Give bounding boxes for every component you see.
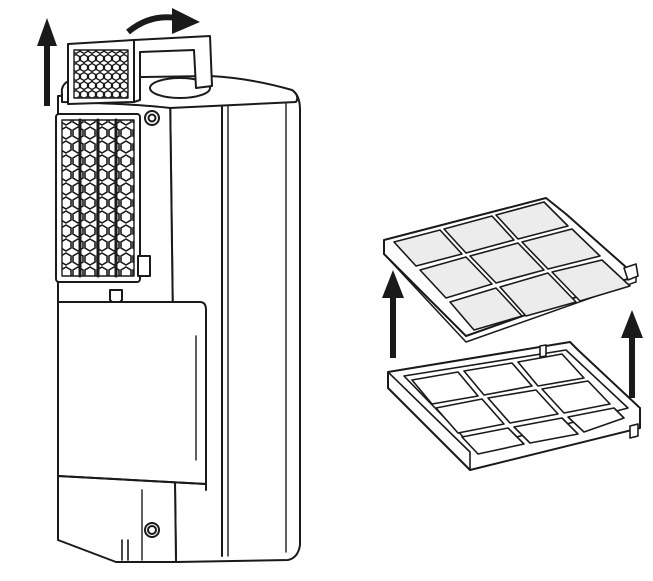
drain-notch xyxy=(121,539,129,561)
tray-cell xyxy=(411,371,479,405)
mesh-cell xyxy=(449,287,523,331)
air-conditioner-unit xyxy=(55,75,301,563)
tray-cell xyxy=(541,380,611,414)
tray-cell xyxy=(463,362,533,396)
tray-cell xyxy=(435,398,505,434)
lift-up-arrow xyxy=(621,310,643,398)
drain-plug-inner xyxy=(147,525,157,535)
lift-up-arrow xyxy=(37,18,57,106)
mesh-cell xyxy=(393,229,463,267)
tray-cell xyxy=(461,427,525,455)
mesh-cell xyxy=(419,256,493,299)
tray-cell xyxy=(517,353,585,387)
unit-base xyxy=(57,475,207,491)
swing-back-curved-arrow xyxy=(126,8,200,35)
lower-access-panel xyxy=(57,301,207,485)
mesh-cell xyxy=(521,228,601,270)
mesh-cell xyxy=(469,242,545,284)
top-filter-handle xyxy=(133,35,213,103)
tray-cell xyxy=(513,417,579,444)
tray-front-face xyxy=(387,371,471,471)
tray-cell xyxy=(487,389,559,424)
mesh-filter-tab xyxy=(623,263,639,281)
mesh-cell xyxy=(551,259,631,302)
top-filter-mesh xyxy=(73,49,129,99)
lift-up-arrow xyxy=(382,270,404,358)
grille-side-clip xyxy=(137,255,151,277)
top-filter-frame xyxy=(67,35,213,105)
tray-cell xyxy=(567,407,625,433)
mesh-cell xyxy=(499,272,577,317)
mesh-cell xyxy=(495,201,569,240)
top-screw-inner xyxy=(147,113,157,123)
filter-tray-frame xyxy=(387,341,641,471)
mesh-cell xyxy=(443,215,515,254)
mesh-filter-edge xyxy=(383,253,637,343)
tray-clip xyxy=(539,344,547,358)
mesh-filter-panel xyxy=(383,197,639,343)
tray-clip xyxy=(629,423,639,439)
